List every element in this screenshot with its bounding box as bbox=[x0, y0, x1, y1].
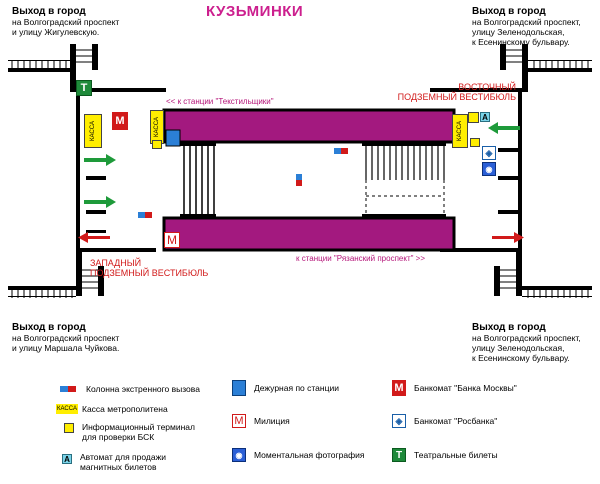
exit-title: Выход в город bbox=[472, 322, 546, 333]
exit-line: на Волгоградский проспект, bbox=[472, 333, 581, 343]
photo-legend-icon: ◉ bbox=[232, 448, 246, 462]
entry-arrows-west bbox=[84, 154, 116, 208]
platform-lower bbox=[162, 216, 456, 252]
exit-line: к Есенинскому бульвару. bbox=[472, 37, 570, 47]
legend-label: Моментальная фотография bbox=[254, 450, 365, 460]
exit-line: на Волгоградский проспект, bbox=[472, 17, 581, 27]
legend-line: магнитных билетов bbox=[80, 462, 157, 472]
legend-line: Информационный терминал bbox=[82, 422, 195, 432]
photo-booth-icon: ◉ bbox=[482, 162, 496, 176]
east-vestibule-outline bbox=[430, 88, 522, 252]
vestibule-west-label: ЗАПАДНЫЙ ПОДЗЕМНЫЙ ВЕСТИБЮЛЬ bbox=[90, 258, 208, 278]
atm-rosbank-legend-icon: ◈ bbox=[392, 414, 406, 428]
legend-photo: ◉ Моментальная фотография bbox=[232, 448, 364, 462]
duty-station-marker bbox=[165, 129, 181, 147]
legend-line: для проверки БСК bbox=[82, 432, 155, 442]
kassa-label: КАССА bbox=[90, 121, 96, 141]
terminal-icon bbox=[64, 423, 74, 433]
escalators-right bbox=[362, 142, 446, 218]
emergency-column-icon bbox=[60, 386, 76, 392]
legend-label: Дежурная по станции bbox=[254, 383, 339, 393]
west-vestibule-outline bbox=[76, 88, 166, 252]
exit-line: улицу Зеленодольская, bbox=[472, 27, 565, 37]
vestibule-line: ПОДЗЕМНЫЙ ВЕСТИБЮЛЬ bbox=[90, 268, 209, 278]
legend-atm-rosbank: ◈ Банкомат "Росбанка" bbox=[392, 414, 497, 428]
legend-label: Театральные билеты bbox=[414, 450, 498, 460]
atm-rosbank-icon: ◈ bbox=[482, 146, 496, 160]
exit-bottom-left: Выход в город на Волгоградский проспект … bbox=[12, 322, 119, 353]
legend-label: Милиция bbox=[254, 416, 290, 426]
exit-arrow-east bbox=[492, 232, 524, 243]
emergency-columns bbox=[138, 148, 348, 218]
legend-duty: Дежурная по станции bbox=[232, 380, 339, 396]
legend-label: Касса метрополитена bbox=[82, 404, 168, 414]
exit-top-right: Выход в город на Волгоградский проспект,… bbox=[472, 6, 581, 47]
legend-kassa: КАССА Касса метрополитена bbox=[56, 404, 168, 414]
vestibule-line: ПОДЗЕМНЫЙ ВЕСТИБЮЛЬ bbox=[397, 92, 516, 102]
exit-top-left: Выход в город на Волгоградский проспект … bbox=[12, 6, 119, 37]
legend-label: Колонна экстренного вызова bbox=[86, 384, 200, 394]
automat-icon: A bbox=[62, 454, 72, 464]
exit-line: к Есенинскому бульвару. bbox=[472, 353, 570, 363]
terminal-marker-east-2 bbox=[470, 138, 480, 147]
exit-bottom-right: Выход в город на Волгоградский проспект,… bbox=[472, 322, 581, 363]
direction-textilshchiki: << к станции "Текстильщики" bbox=[166, 97, 274, 106]
theatre-legend-icon: T bbox=[392, 448, 406, 462]
exit-line: на Волгоградский проспект bbox=[12, 333, 120, 343]
terminal-marker bbox=[152, 140, 162, 149]
legend-theatre: T Театральные билеты bbox=[392, 448, 498, 462]
kassa-center: КАССА bbox=[150, 110, 164, 144]
platform-upper bbox=[162, 108, 456, 144]
vestibule-line: ЗАПАДНЫЙ bbox=[90, 258, 142, 268]
militia-legend-icon: M bbox=[232, 414, 246, 428]
exit-line: и улицу Маршала Чуйкова. bbox=[12, 343, 120, 353]
stairs-bottom-right bbox=[494, 252, 592, 298]
legend-label: Банкомат "Банка Москвы" bbox=[414, 383, 517, 393]
vestibule-line: ВОСТОЧНЫЙ bbox=[458, 82, 516, 92]
kassa-icon: КАССА bbox=[56, 404, 78, 414]
legend-terminal: Информационный терминал для проверки БСК bbox=[64, 422, 195, 442]
exit-title: Выход в город bbox=[12, 322, 86, 333]
legend-label: Информационный терминал для проверки БСК bbox=[82, 422, 195, 442]
direction-ryazansky: к станции "Рязанский проспект" >> bbox=[296, 254, 426, 263]
stairs-bottom-left bbox=[8, 252, 104, 298]
ticket-automat-icon: A bbox=[480, 112, 490, 122]
legend-militia: M Милиция bbox=[232, 414, 290, 428]
legend-emergency: Колонна экстренного вызова bbox=[60, 384, 200, 394]
legend-atm-moscow: M Банкомат "Банка Москвы" bbox=[392, 380, 517, 396]
entry-arrow-east bbox=[488, 122, 520, 134]
exit-line: и улицу Жигулевскую. bbox=[12, 27, 100, 37]
legend-line: Автомат для продажи bbox=[80, 452, 167, 462]
militia-icon: M bbox=[164, 232, 180, 248]
kassa-west: КАССА bbox=[84, 114, 102, 148]
atm-bank-moscow-icon: M bbox=[112, 112, 128, 130]
theatre-tickets-icon: T bbox=[76, 80, 92, 96]
kassa-label: КАССА bbox=[457, 121, 463, 141]
station-title: КУЗЬМИНКИ bbox=[206, 3, 304, 20]
legend-label: Автомат для продажи магнитных билетов bbox=[80, 452, 166, 472]
vestibule-east-label: ВОСТОЧНЫЙ ПОДЗЕМНЫЙ ВЕСТИБЮЛЬ bbox=[388, 82, 516, 102]
kassa-label: КАССА bbox=[154, 117, 160, 137]
exit-title: Выход в город bbox=[12, 6, 86, 17]
terminal-marker-east bbox=[468, 112, 479, 123]
stairs-top-right bbox=[500, 44, 592, 92]
legend-automat: A Автомат для продажи магнитных билетов bbox=[62, 452, 166, 472]
exit-line: улицу Зеленодольская, bbox=[472, 343, 565, 353]
duty-station-icon bbox=[232, 380, 246, 396]
kassa-east: КАССА bbox=[452, 114, 468, 148]
escalators-left bbox=[180, 142, 216, 218]
exit-title: Выход в город bbox=[472, 6, 546, 17]
legend-label: Банкомат "Росбанка" bbox=[414, 416, 498, 426]
exit-line: на Волгоградский проспект bbox=[12, 17, 120, 27]
atm-moscow-legend-icon: M bbox=[392, 380, 406, 396]
exit-arrow-west bbox=[78, 232, 110, 243]
stairs-top-left bbox=[8, 44, 98, 92]
